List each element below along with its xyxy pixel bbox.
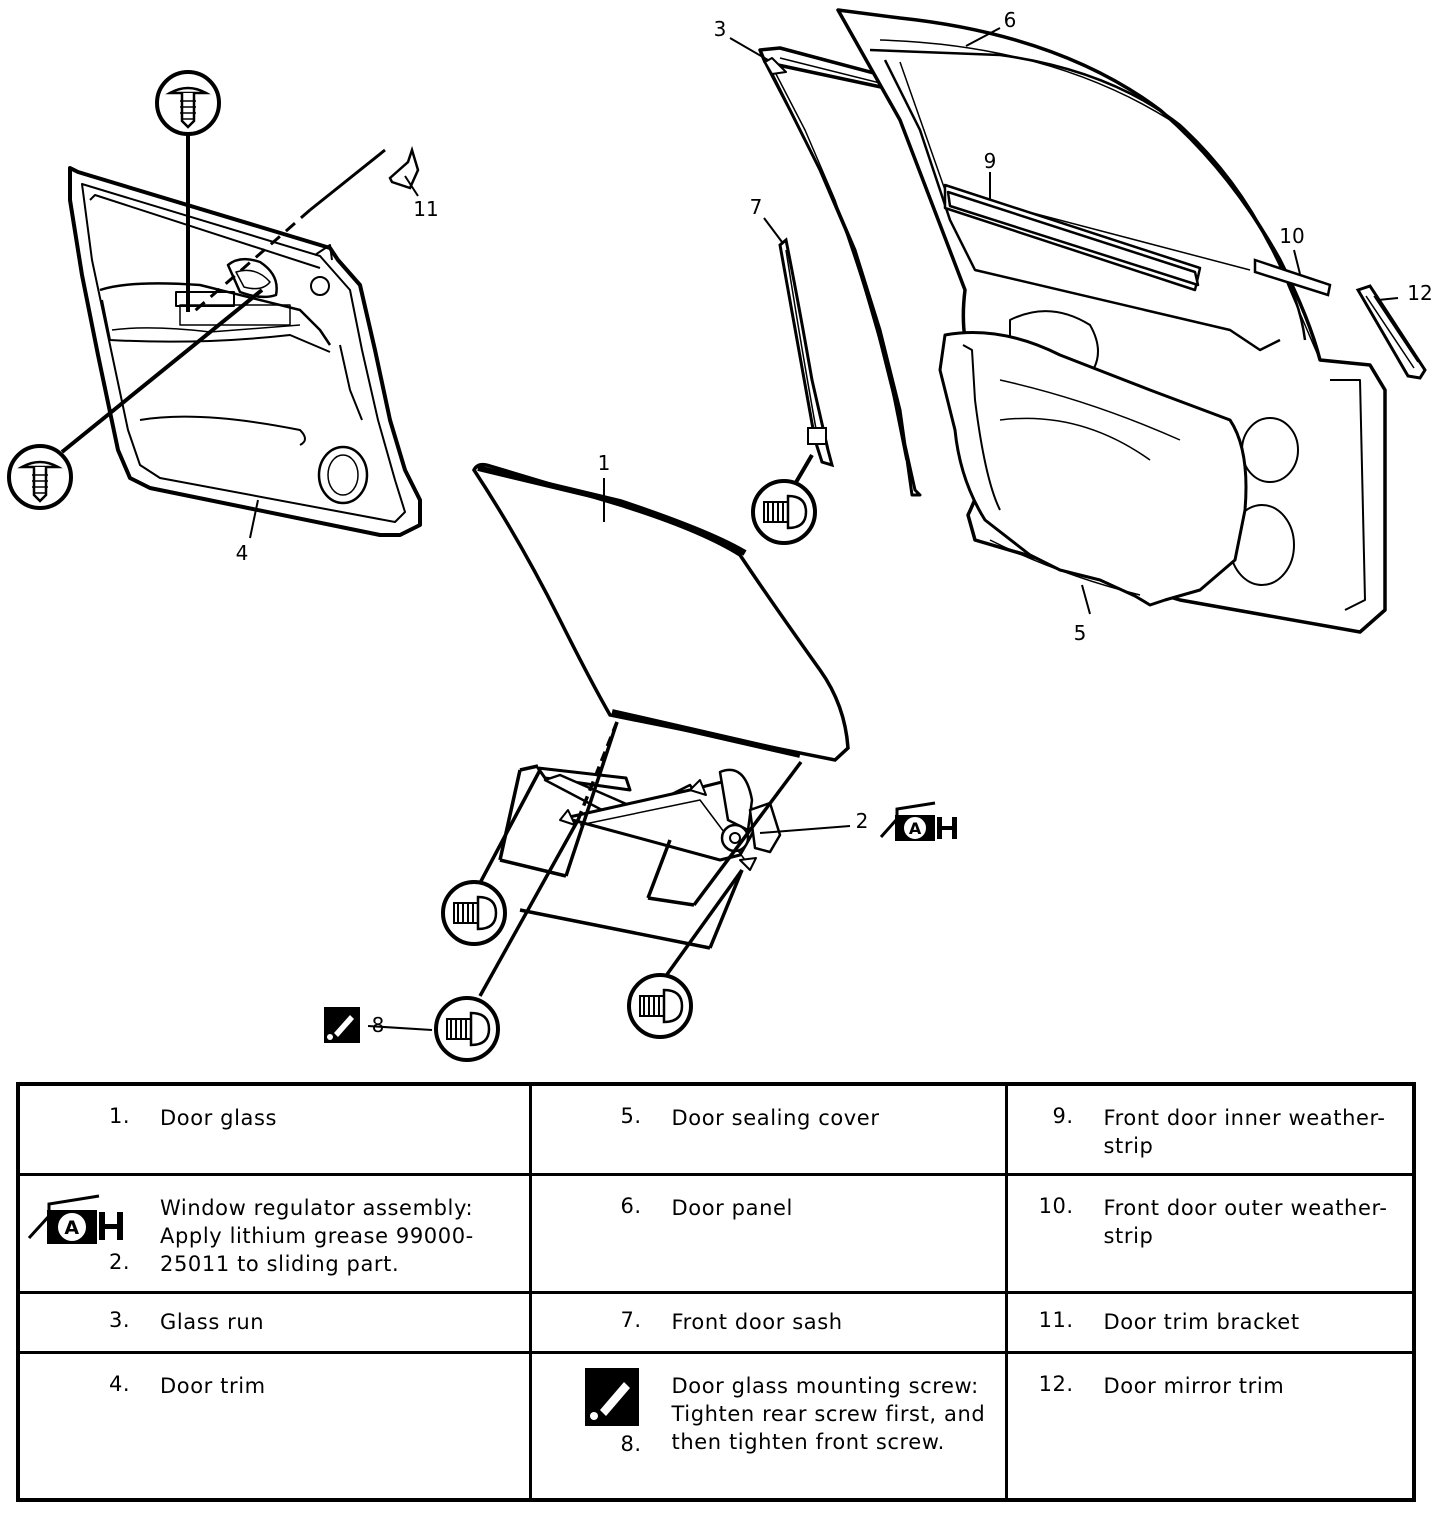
door-trim-drawing: [68, 166, 422, 537]
legend-text: Front door sash: [671, 1309, 843, 1334]
door-trim-bracket-drawing: [388, 145, 420, 190]
callout-11: 11: [413, 197, 438, 221]
grease-icon: A: [27, 1194, 123, 1244]
tighten-order-icon: [324, 1007, 360, 1043]
legend-text: Door glass mounting screw: Tighten rear …: [671, 1373, 986, 1454]
callout-4: 4: [236, 541, 249, 565]
legend-text: Front door outer weather-strip: [1103, 1195, 1388, 1248]
inner-weatherstrip-drawing: [946, 190, 1200, 287]
legend-row: 4. Door trim 8. Door glass mounting scre…: [16, 1350, 1416, 1502]
legend-text: Door trim bracket: [1103, 1309, 1300, 1334]
callout-8: 8: [372, 1013, 385, 1037]
legend-cell: A 2. Window regulator assembly: Apply li…: [16, 1172, 532, 1294]
glass-mounting-bolt-icon: [434, 996, 500, 1062]
callout-leaders: [249, 27, 1399, 1031]
grease-icon: [879, 801, 959, 843]
legend-number: 11.: [1038, 1307, 1074, 1332]
legend-text: Glass run: [160, 1309, 265, 1334]
legend-number: 10.: [1038, 1193, 1074, 1218]
legend-number: 9.: [1052, 1104, 1074, 1128]
legend-text: Door sealing cover: [671, 1106, 880, 1130]
callout-5: 5: [1074, 621, 1087, 645]
legend-text: Door glass: [160, 1106, 278, 1130]
legend-cell: 7. Front door sash: [528, 1290, 1008, 1354]
legend-cell: 5. Door sealing cover: [528, 1082, 1008, 1176]
door-glass-drawing: [471, 462, 850, 762]
legend-number: 8.: [620, 1431, 642, 1456]
door-mirror-trim-drawing: [1355, 284, 1427, 380]
door-sealing-cover-drawing: [938, 331, 1248, 607]
trim-clip-left-icon: [7, 444, 73, 510]
legend-number-with-icon: 8.: [532, 1367, 672, 1456]
legend-cell: 4. Door trim: [16, 1350, 532, 1502]
legend-number-with-icon: A 2.: [20, 1194, 160, 1278]
sash-bolt-icon: [751, 479, 817, 545]
legend-row: 1. Door glass 5. Door sealing cover 9. F…: [16, 1082, 1416, 1176]
legend-cell: 8. Door glass mounting screw: Tighten re…: [528, 1350, 1008, 1502]
legend-text: Front door inner weather-strip: [1103, 1106, 1386, 1158]
legend-number: 5.: [620, 1104, 642, 1128]
legend-text: Window regulator assembly: Apply lithium…: [160, 1195, 474, 1276]
exploded-door-diagram: A: [7, 8, 1433, 1062]
parts-legend-table: 1. Door glass 5. Door sealing cover 9. F…: [16, 1082, 1416, 1502]
legend-cell: 1. Door glass: [16, 1082, 532, 1176]
legend-row: A 2. Window regulator assembly: Apply li…: [16, 1172, 1416, 1294]
svg-text:A: A: [64, 1217, 79, 1239]
front-door-sash-drawing: [778, 237, 835, 468]
trim-clip-top-icon: [155, 70, 221, 136]
callout-10: 10: [1279, 224, 1304, 248]
regulator-leader-lines: [478, 721, 803, 997]
legend-number: 3.: [108, 1307, 130, 1332]
callout-6: 6: [1004, 8, 1017, 32]
window-regulator-drawing: [536, 766, 782, 871]
legend-number: 7.: [620, 1307, 642, 1332]
legend-number: 2.: [108, 1249, 130, 1274]
legend-cell: 11. Door trim bracket: [1004, 1290, 1416, 1354]
callout-9: 9: [984, 149, 997, 173]
tighten-order-icon: [584, 1367, 639, 1426]
callout-12: 12: [1407, 281, 1432, 305]
legend-number: 4.: [108, 1371, 130, 1396]
callout-7: 7: [750, 195, 763, 219]
legend-number: 1.: [108, 1104, 130, 1128]
legend-row: 3. Glass run 7. Front door sash 11. Door…: [16, 1290, 1416, 1354]
callout-2: 2: [856, 809, 869, 833]
legend-number: 6.: [620, 1193, 642, 1218]
legend-text: Door trim: [160, 1373, 266, 1398]
legend-text: Door panel: [671, 1195, 793, 1220]
legend-cell: 6. Door panel: [528, 1172, 1008, 1294]
legend-cell: 3. Glass run: [16, 1290, 532, 1354]
legend-text: Door mirror trim: [1103, 1373, 1285, 1398]
legend-number: 12.: [1038, 1371, 1074, 1396]
regulator-bolt-upper-left-icon: [441, 880, 507, 946]
legend-cell: 10. Front door outer weather-strip: [1004, 1172, 1416, 1294]
callout-1: 1: [598, 451, 611, 475]
legend-cell: 12. Door mirror trim: [1004, 1350, 1416, 1502]
regulator-bolt-lower-right-icon: [627, 973, 693, 1039]
callout-3: 3: [714, 17, 727, 41]
legend-cell: 9. Front door inner weather-strip: [1004, 1082, 1416, 1176]
outer-weatherstrip-drawing: [1253, 258, 1332, 297]
